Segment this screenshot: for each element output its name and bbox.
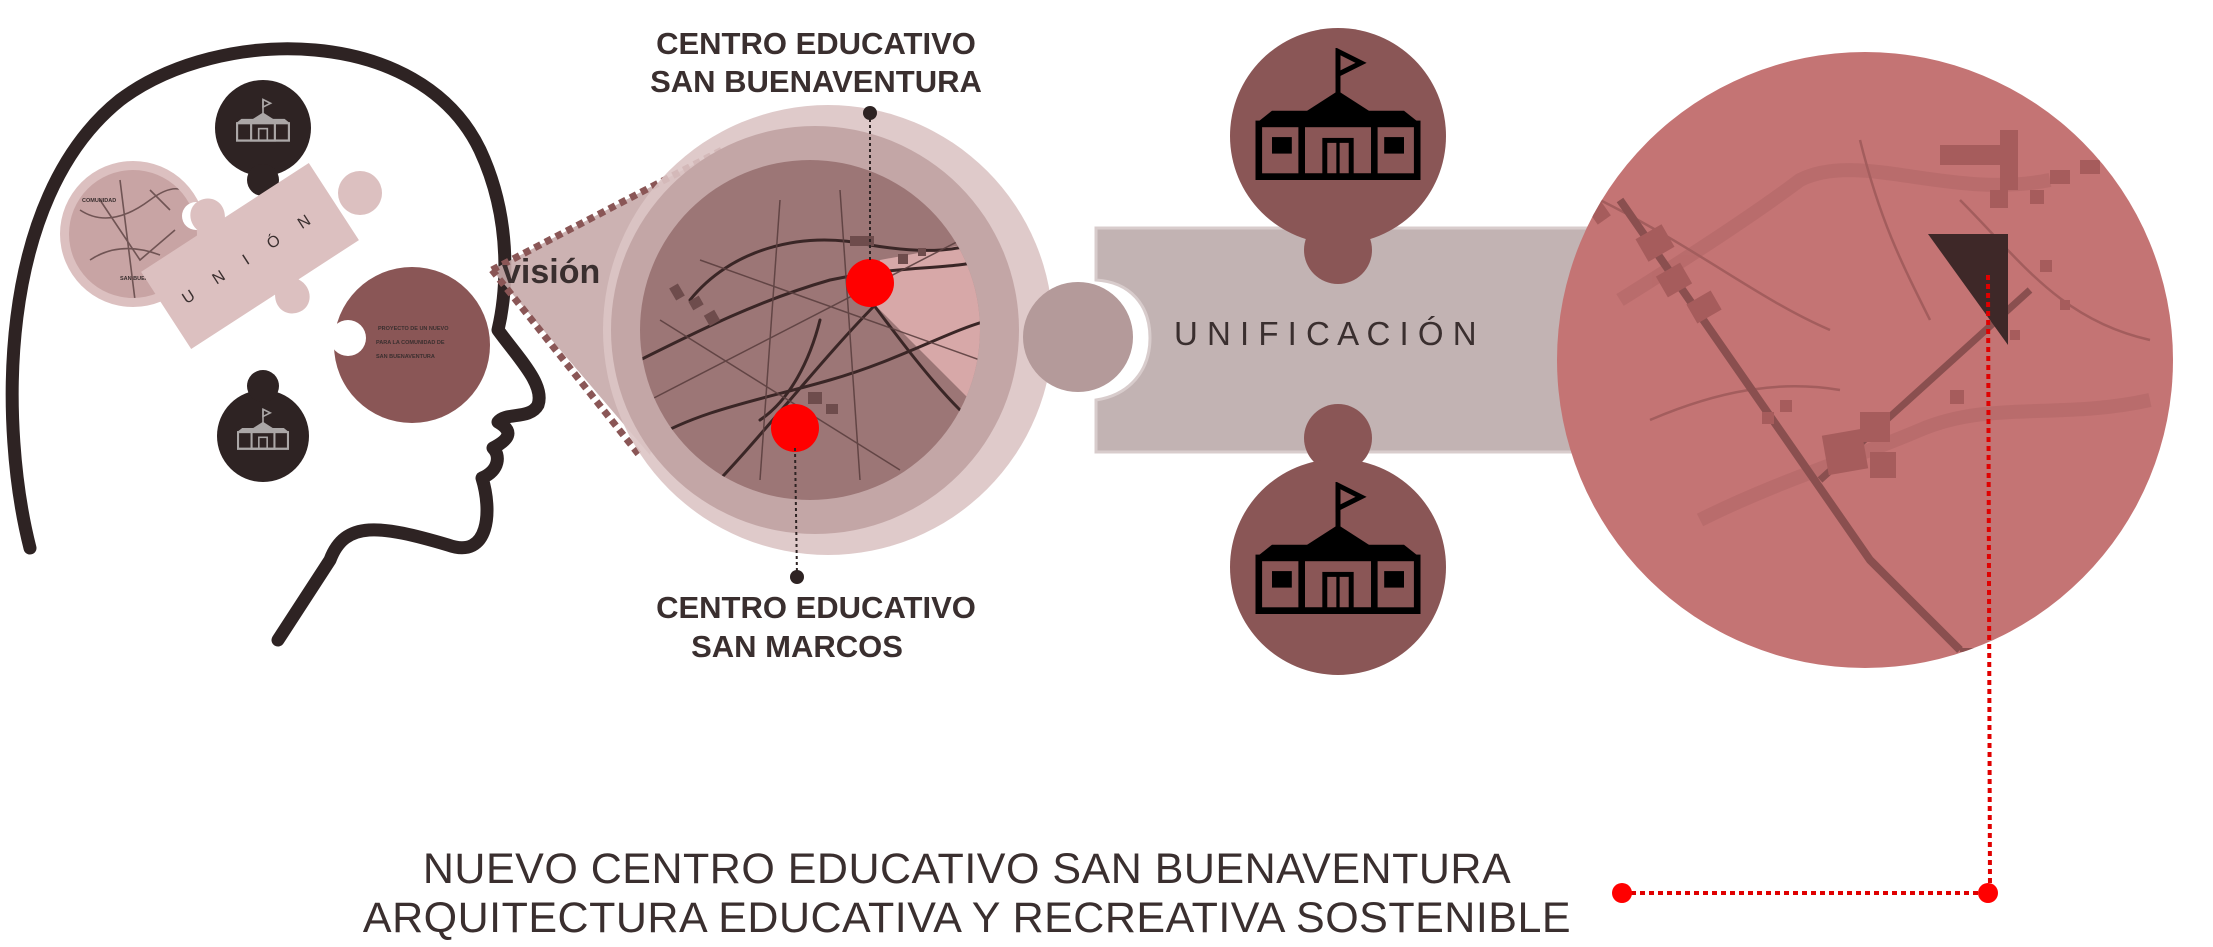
project-site-polygon[interactable] (1928, 234, 2008, 345)
location-marker-icon (846, 259, 894, 307)
unificacion-label: U N I F I C A C I Ó N (1174, 315, 1477, 352)
centro-top-line1: CENTRO EDUCATIVO (656, 26, 976, 61)
bottom-title-line2: ARQUITECTURA EDUCATIVA Y RECREATIVA SOST… (363, 894, 1571, 942)
school-circle-large-bottom (1230, 404, 1446, 675)
location-marker-icon (771, 404, 819, 452)
project-text-1: PROYECTO DE UN NUEVO (378, 326, 449, 332)
project-circle: PROYECTO DE UN NUEVO PARA LA COMUNIDAD D… (330, 267, 490, 423)
project-text-2: PARA LA COMUNIDAD DE (376, 340, 445, 346)
school-circle-large-top (1230, 28, 1446, 284)
centro-bottom-line1: CENTRO EDUCATIVO (656, 590, 976, 625)
mid-map-circle (640, 160, 980, 500)
mid-map (640, 189, 980, 500)
vision-label: visión (502, 253, 600, 291)
centro-bottom-line2: SAN MARCOS (691, 629, 903, 664)
head-silhouette (5, 42, 546, 647)
school-circle-bottom (217, 370, 309, 482)
bottom-title-line1: NUEVO CENTRO EDUCATIVO SAN BUENAVENTURA (423, 845, 1511, 893)
head-section: COMUNIDAD SAN BUENAVENTURA U N I Ó N PRO… (5, 42, 546, 647)
union-puzzle-piece: U N I Ó N (141, 162, 359, 350)
project-text-3: SAN BUENAVENTURA (376, 354, 435, 360)
vision-section: visión (489, 26, 1053, 664)
community-map-label-top: COMUNIDAD (82, 198, 116, 204)
unificacion-section: U N I F I C A C I Ó N (1023, 28, 1602, 675)
site-map-circle (1557, 52, 2173, 668)
site-connector (1612, 274, 1998, 903)
centro-top-line2: SAN BUENAVENTURA (650, 64, 982, 99)
